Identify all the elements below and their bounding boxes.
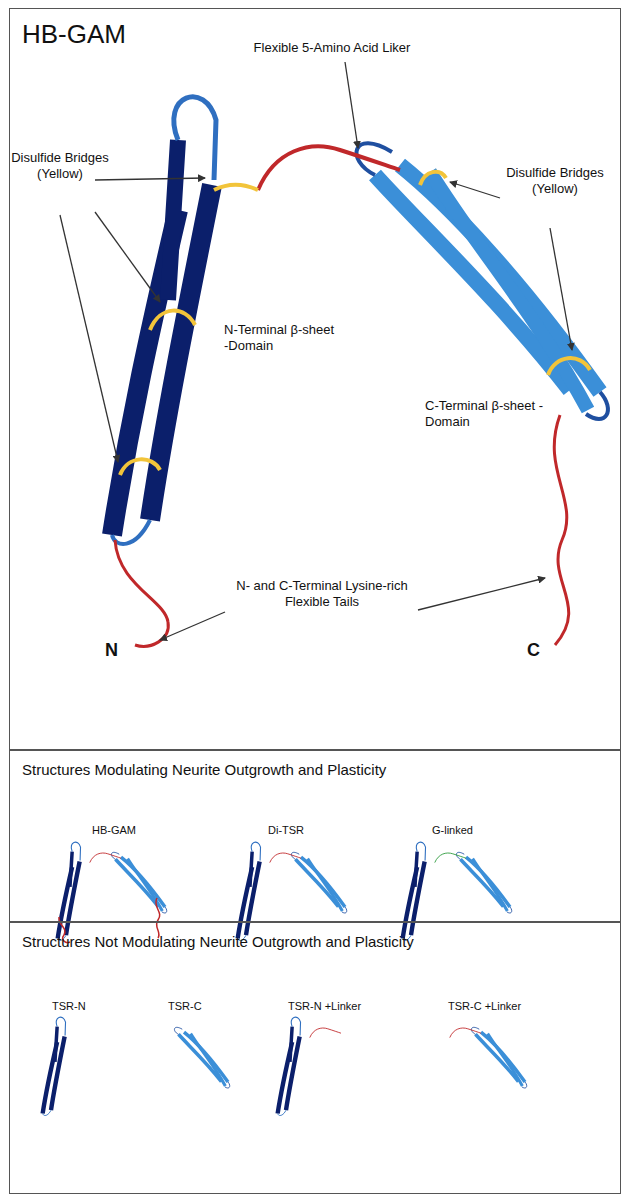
- structure-label: TSR-N +Linker: [288, 1000, 398, 1013]
- callout-label: N- and C-Terminal Lysine-rich Flexible T…: [222, 578, 422, 609]
- callout-label: Flexible 5-Amino Acid Liker: [232, 40, 432, 56]
- small-tsr-c: [174, 1027, 229, 1088]
- callout-label: C: [527, 640, 557, 662]
- callout-label: N: [105, 640, 135, 662]
- small-tsr-n: [43, 1017, 66, 1115]
- structure-label: TSR-C +Linker: [448, 1000, 558, 1013]
- callout-label: N-Terminal β-sheet -Domain: [224, 322, 339, 353]
- structure-label: HB-GAM: [92, 824, 192, 837]
- small-di-tsr: [238, 842, 347, 940]
- small-g-linked: [403, 842, 512, 940]
- panel: HB-GAM: [9, 8, 621, 750]
- structure-label: TSR-C: [168, 1000, 268, 1013]
- callout-label: Disulfide Bridges (Yellow): [500, 165, 610, 196]
- small-hb-gam: [58, 842, 167, 942]
- small-tsr-c-linker: [450, 1027, 527, 1088]
- panel: Structures Not Modulating Neurite Outgro…: [9, 922, 621, 1194]
- leader-lines: [60, 62, 572, 640]
- callout-label: Disulfide Bridges (Yellow): [10, 150, 110, 181]
- callout-label: C-Terminal β-sheet -Domain: [425, 398, 543, 429]
- panel-heading: Structures Not Modulating Neurite Outgro…: [22, 933, 414, 950]
- structure-label: Di-TSR: [268, 824, 368, 837]
- panel-heading: Structures Modulating Neurite Outgrowth …: [22, 761, 386, 778]
- structure-label: G-linked: [432, 824, 532, 837]
- structure-label: TSR-N: [52, 1000, 152, 1013]
- panel-title: HB-GAM: [22, 19, 126, 50]
- small-tsr-n-linker: [278, 1017, 341, 1115]
